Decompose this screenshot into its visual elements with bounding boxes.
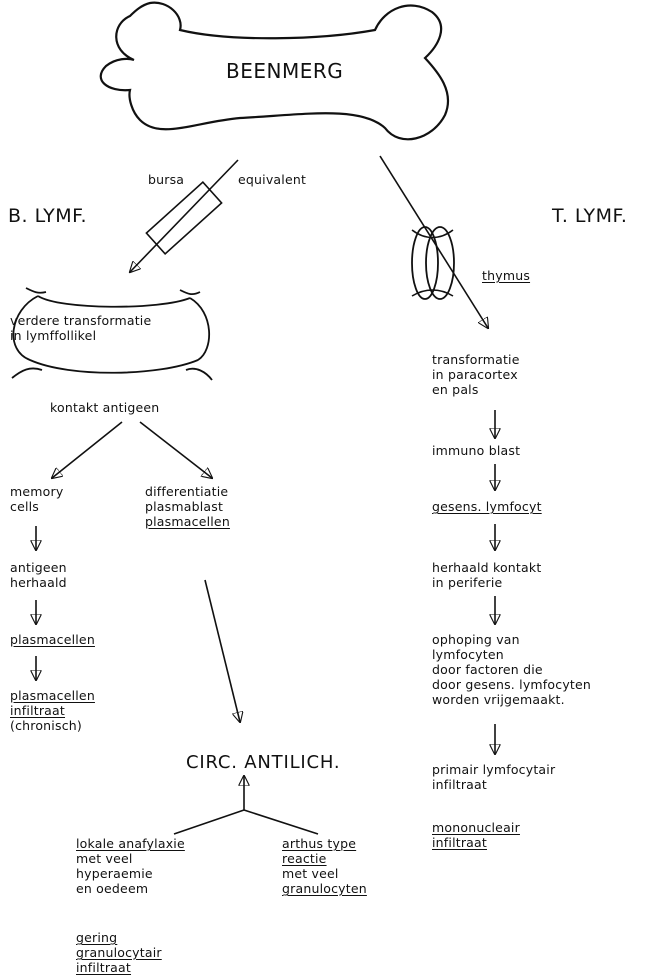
arthus-line3-text: met veel bbox=[282, 866, 339, 881]
transformation-line2: in paracortex bbox=[432, 367, 520, 382]
primary-infiltrate-line1: primair lymfocytair bbox=[432, 762, 555, 777]
circ-split-lines bbox=[174, 810, 318, 834]
accumulation-line3: door factoren die bbox=[432, 662, 591, 677]
antigen-repeat: antigeen herhaald bbox=[10, 560, 67, 590]
local-ana-line1: lokale anafylaxie bbox=[76, 836, 185, 851]
repeat-contact-line2: in periferie bbox=[432, 575, 541, 590]
arrow-plasma-to-circ bbox=[205, 580, 240, 722]
arthus-line1: arthus type bbox=[282, 836, 367, 851]
memory-line2: cells bbox=[10, 499, 63, 514]
plasma-cells: plasmacellen bbox=[10, 632, 95, 647]
differentiation: differentiatie plasmablast plasmacellen bbox=[145, 484, 230, 529]
primary-infiltrate: primair lymfocytair infiltraat bbox=[432, 762, 555, 792]
bone-label: BEENMERG bbox=[226, 60, 343, 82]
follicle-line2: in lymffollikel bbox=[10, 328, 151, 343]
mononuclear-line2: infiltraat bbox=[432, 835, 520, 850]
antigen-repeat-line1: antigeen bbox=[10, 560, 67, 575]
memory-cells: memory cells bbox=[10, 484, 63, 514]
sensitized-lymphocyte: gesens. lymfocyt bbox=[432, 499, 542, 514]
transformation-line3: en pals bbox=[432, 382, 520, 397]
mononuclear-infiltrate: mononucleair infiltraat bbox=[432, 820, 520, 850]
transformation: transformatie in paracortex en pals bbox=[432, 352, 520, 397]
accumulation-line1: ophoping van bbox=[432, 632, 591, 647]
gering-line2: granulocytair bbox=[76, 945, 162, 960]
follicle-bracket-br bbox=[186, 369, 212, 380]
arrow-bone-thymus bbox=[380, 156, 488, 328]
local-ana-line2: met veel bbox=[76, 851, 185, 866]
memory-line1: memory bbox=[10, 484, 63, 499]
follicle-bracket-bl bbox=[12, 368, 42, 378]
plasma-infiltrate-line1: plasmacellen bbox=[10, 688, 95, 703]
immunoblast: immuno blast bbox=[432, 443, 520, 458]
local-ana-line4: en oedeem bbox=[76, 881, 185, 896]
plasma-infiltrate-line3: (chronisch) bbox=[10, 718, 95, 733]
differentiation-line3: plasmacellen bbox=[145, 514, 230, 529]
plasma-infiltrate: plasmacellen infiltraat (chronisch) bbox=[10, 688, 95, 733]
antigen-repeat-line2: herhaald bbox=[10, 575, 67, 590]
arrow-to-differentiation bbox=[140, 422, 212, 478]
local-anaphylaxis: lokale anafylaxie met veel hyperaemie en… bbox=[76, 836, 185, 896]
follicle-text: verdere transformatie in lymffollikel bbox=[10, 313, 151, 343]
accumulation-line5: worden vrijgemaakt. bbox=[432, 692, 591, 707]
accumulation-line4: door gesens. lymfocyten bbox=[432, 677, 591, 692]
circ-antilich: CIRC. ANTILICH. bbox=[186, 752, 340, 773]
transformation-line1: transformatie bbox=[432, 352, 520, 367]
follicle-line1: verdere transformatie bbox=[10, 313, 151, 328]
gering-infiltrate: gering granulocytair infiltraat bbox=[76, 930, 162, 975]
right-header: T. LYMF. bbox=[552, 205, 627, 227]
bursa-label: bursa bbox=[148, 172, 184, 187]
arthus-reaction: arthus type reactie met veel granulocyte… bbox=[282, 836, 367, 896]
differentiation-line2: plasmablast bbox=[145, 499, 230, 514]
thymus-label: thymus bbox=[482, 268, 530, 283]
arthus-line2: reactie bbox=[282, 851, 367, 866]
primary-infiltrate-line2: infiltraat bbox=[432, 777, 555, 792]
plasma-infiltrate-line2: infiltraat bbox=[10, 703, 95, 718]
follicle-bracket-tr bbox=[180, 290, 200, 294]
gering-line3: infiltraat bbox=[76, 960, 162, 975]
contact-antigen: kontakt antigeen bbox=[50, 400, 159, 415]
differentiation-line1: differentiatie bbox=[145, 484, 230, 499]
arthus-line4: granulocyten bbox=[282, 881, 367, 896]
repeat-contact: herhaald kontakt in periferie bbox=[432, 560, 541, 590]
follicle-bracket-tl bbox=[26, 288, 46, 293]
equivalent-label: equivalent bbox=[238, 172, 306, 187]
repeat-contact-line1: herhaald kontakt bbox=[432, 560, 541, 575]
left-header: B. LYMF. bbox=[8, 205, 87, 227]
accumulation-line2: lymfocyten bbox=[432, 647, 591, 662]
gering-line1: gering bbox=[76, 930, 162, 945]
accumulation: ophoping van lymfocyten door factoren di… bbox=[432, 632, 591, 707]
local-ana-line3: hyperaemie bbox=[76, 866, 185, 881]
mononuclear-line1: mononucleair bbox=[432, 820, 520, 835]
arthus-line3: met veel bbox=[282, 866, 367, 881]
arrow-to-memory bbox=[52, 422, 122, 478]
